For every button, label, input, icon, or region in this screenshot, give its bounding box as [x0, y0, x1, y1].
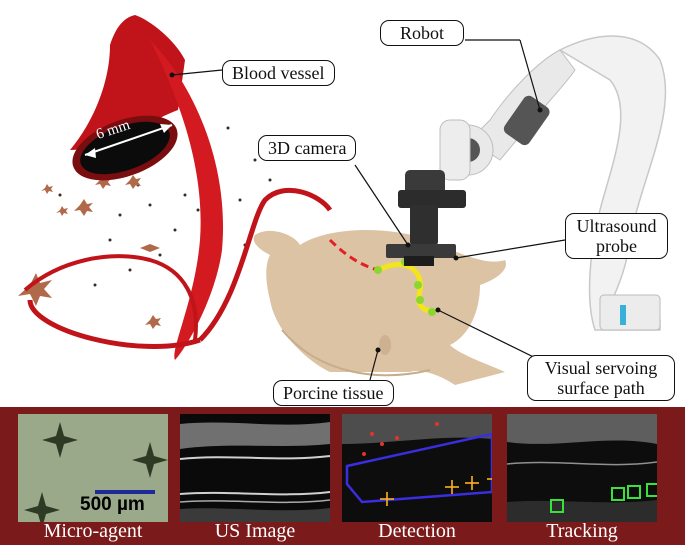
detection-panel: [342, 414, 492, 522]
tracking-image: [507, 414, 657, 522]
robot-label: Robot: [380, 20, 464, 46]
probe-label: Ultrasound probe: [565, 213, 668, 259]
panel-label-tracking: Tracking: [497, 520, 667, 542]
porcine-tissue: [254, 230, 506, 385]
probe-label-line2: probe: [575, 236, 658, 256]
probe-label-line1: Ultrasound: [575, 216, 658, 236]
us-image: [180, 414, 330, 522]
blood-vessel-label: Blood vessel: [222, 60, 335, 86]
micro-agent-particles: [18, 175, 161, 329]
scale-bar-label: 500 µm: [80, 494, 145, 516]
us-image-panel: [180, 414, 330, 522]
panel-label-detection: Detection: [332, 520, 502, 542]
panel-label-micro-agent: Micro-agent: [8, 520, 178, 542]
path-label-line2: surface path: [537, 378, 665, 398]
tissue-label: Porcine tissue: [273, 380, 394, 406]
detection-image: [342, 414, 492, 522]
path-label-line1: Visual servoing: [537, 358, 665, 378]
camera-label: 3D camera: [258, 135, 356, 161]
path-label: Visual servoing surface path: [527, 355, 675, 401]
panel-label-us-image: US Image: [170, 520, 340, 542]
tracking-panel: [507, 414, 657, 522]
